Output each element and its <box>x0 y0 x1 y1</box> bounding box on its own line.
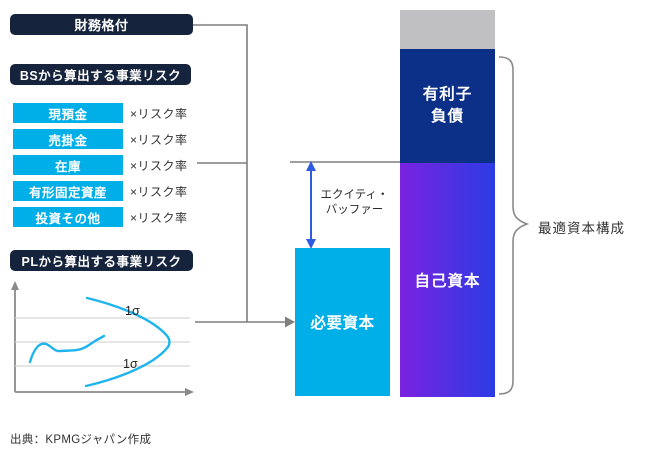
bs-item-investments-factor: ×リスク率 <box>130 210 188 225</box>
bs-item-label: 在庫 <box>54 159 81 174</box>
required-capital-box: 必要資本 <box>295 248 390 396</box>
bs-item-receivables-factor: ×リスク率 <box>130 132 188 147</box>
bs-item-inventory: 在庫 <box>13 155 123 175</box>
chart-x-axis-arrow-icon <box>185 388 194 396</box>
bs-risk-header: BSから算出する事業リスク <box>10 64 191 85</box>
bs-item-investments: 投資その他 <box>13 207 123 227</box>
bar-equity-segment: 自己資本 <box>400 163 495 397</box>
distribution-curve <box>84 296 171 388</box>
optimal-structure-label: 最適資本構成 <box>538 221 625 236</box>
rating-connector-line <box>193 24 248 322</box>
optimal-structure-brace <box>498 56 530 395</box>
chart-y-axis-arrow-icon <box>11 281 19 290</box>
bs-item-cash-factor: ×リスク率 <box>130 106 188 121</box>
buffer-arrow-down-icon <box>306 239 316 249</box>
sigma-upper-label: 1σ <box>125 304 140 318</box>
bs-item-fixed-assets: 有形固定資産 <box>13 181 123 201</box>
financial-rating-label: 財務格付 <box>74 18 129 33</box>
equity-buffer-line2: バッファー <box>325 204 384 216</box>
bs-item-label: 投資その他 <box>35 211 101 226</box>
financial-rating-box: 財務格付 <box>10 14 193 35</box>
debt-label-line2: 負債 <box>430 108 464 125</box>
bs-item-cash: 現預金 <box>13 103 123 123</box>
timeseries-curve <box>28 334 106 364</box>
bs-item-fixed-assets-factor: ×リスク率 <box>130 184 188 199</box>
pl-risk-header-label: PLから算出する事業リスク <box>21 255 182 269</box>
required-capital-label: 必要資本 <box>310 315 375 332</box>
equity-buffer-label: エクイティ・ バッファー <box>307 188 402 218</box>
bar-excess-gray-segment <box>400 10 495 49</box>
debt-label-line1: 有利子 <box>422 86 473 103</box>
equity-buffer-line1: エクイティ・ <box>320 189 389 201</box>
bs-risk-header-label: BSから算出する事業リスク <box>19 69 182 83</box>
bs-item-label: 有形固定資産 <box>28 185 107 200</box>
bs-item-label: 現預金 <box>48 107 88 122</box>
bs-item-receivables: 売掛金 <box>13 129 123 149</box>
bs-item-label: 売掛金 <box>48 133 88 148</box>
equity-label: 自己資本 <box>414 273 481 290</box>
source-note: 出典：KPMGジャパン作成 <box>10 434 152 446</box>
bs-item-inventory-factor: ×リスク率 <box>130 158 188 173</box>
bar-debt-segment: 有利子 負債 <box>400 49 495 163</box>
pl-risk-header: PLから算出する事業リスク <box>10 250 193 271</box>
sigma-lower-label: 1σ <box>123 357 138 371</box>
required-capital-arrowhead-icon <box>285 316 295 328</box>
buffer-arrow-up-icon <box>306 161 316 171</box>
